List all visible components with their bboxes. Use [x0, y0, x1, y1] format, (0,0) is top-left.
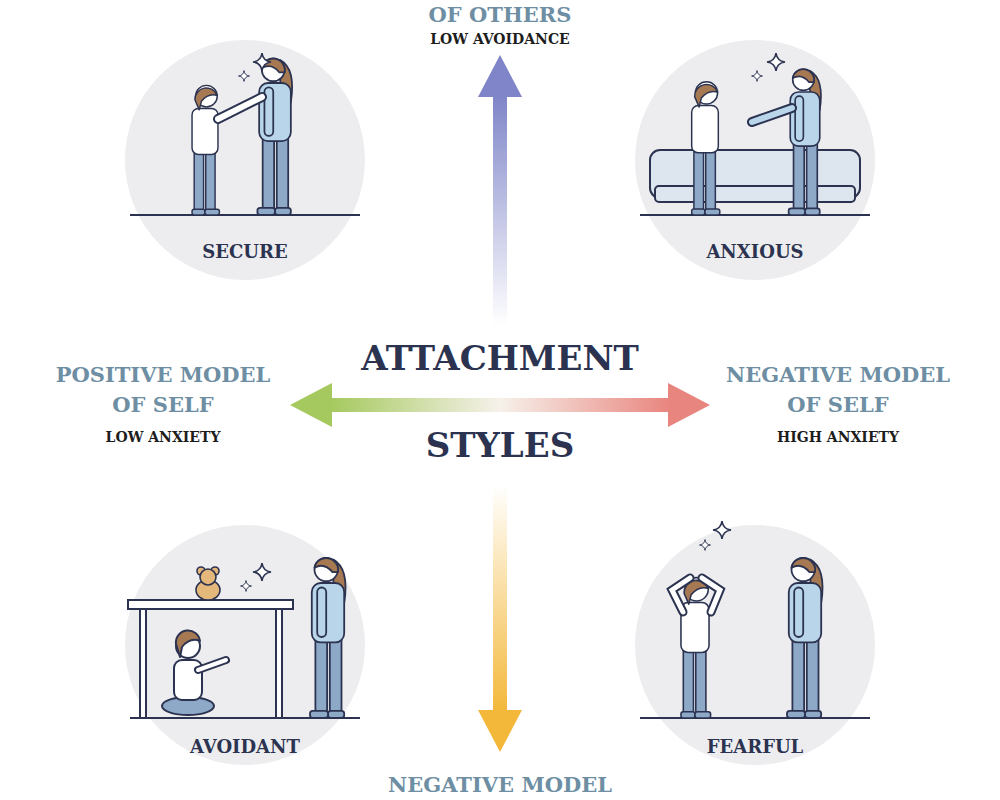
style-circle: ANXIOUS — [635, 40, 875, 280]
style-circle: SECURE — [125, 40, 365, 280]
circle-outline — [125, 525, 365, 765]
style-label: ANXIOUS — [635, 241, 875, 262]
circle-ground — [635, 40, 875, 280]
circle-outline — [635, 525, 875, 765]
style-circle: AVOIDANT — [125, 525, 365, 765]
style-label: SECURE — [125, 241, 365, 262]
axis-sublabel: LOW AVOIDANCE — [350, 30, 650, 48]
axis-label: OF OTHERS — [350, 2, 650, 28]
style-label: FEARFUL — [635, 736, 875, 757]
axis-sublabel: HIGH ANXIETY — [713, 428, 963, 446]
axis-sublabel: LOW ANXIETY — [38, 428, 288, 446]
circle-ground — [125, 525, 365, 765]
axis-label: NEGATIVE MODEL — [350, 772, 650, 798]
style-circle: FEARFUL — [635, 525, 875, 765]
style-label: AVOIDANT — [125, 736, 365, 757]
circle-ground — [125, 40, 365, 280]
axis-label: POSITIVE MODEL OF SELF — [38, 360, 288, 420]
axis-label: NEGATIVE MODEL OF SELF — [713, 360, 963, 420]
diagram-title: ATTACHMENT STYLES — [350, 315, 650, 489]
circle-ground — [635, 525, 875, 765]
